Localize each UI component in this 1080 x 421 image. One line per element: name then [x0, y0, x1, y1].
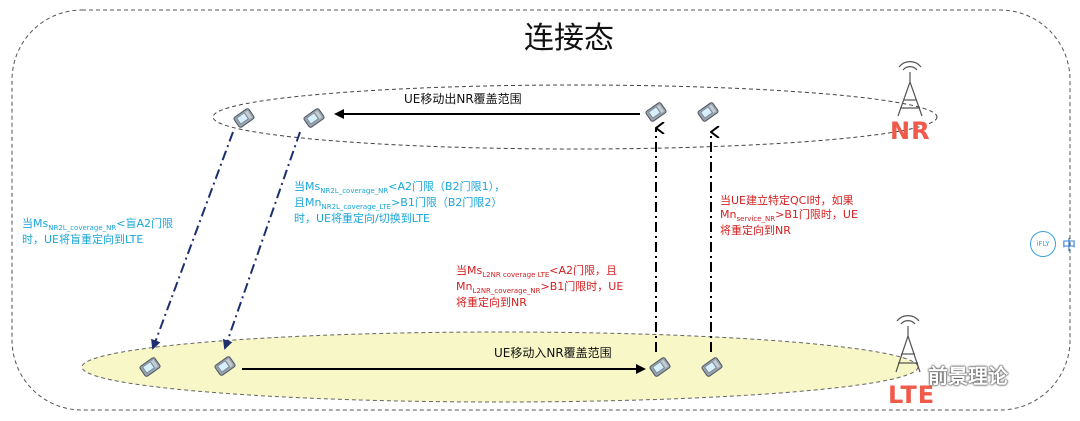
watermark: 前景理论 [928, 364, 1008, 388]
ue-phone-icon [696, 101, 720, 123]
ue-phone-icon [302, 107, 326, 129]
lte-coverage-ellipse [81, 331, 919, 403]
nr-coverage-ellipse [212, 84, 938, 150]
lte-cell-label: LTE [888, 381, 936, 409]
qci-redirect-note: 当UE建立特定QCI时，如果 Mnservice_NR>B1门限时，UE 将重定… [720, 194, 858, 237]
redirect-to-lte-note: 当MsNR2L_coverage_NR<A2门限（B2门限1）， 且MnNR2L… [294, 180, 506, 225]
blind-redirect-line [151, 131, 234, 350]
connected-state-boundary [11, 9, 1071, 411]
redirect-to-nr-note: 当MsL2NR coverage LTE<A2门限，且 MnL2NR_cover… [456, 264, 624, 309]
lte-tower-icon [895, 315, 921, 373]
move-out-label: UE移动出NR覆盖范围 [404, 92, 522, 106]
nr-cell-label: NR [890, 117, 931, 145]
ue-phone-icon [644, 101, 668, 123]
blind-redirect-note: 当MsNR2L_coverage_NR<盲A2门限 时，UE将盲重定向到LTE [22, 217, 174, 246]
ime-language-label[interactable]: 中 [1062, 238, 1076, 254]
nr-tower-icon [897, 61, 923, 117]
diagram-title: 连接态 [524, 21, 614, 56]
ue-phone-icon [232, 107, 256, 129]
redirect-to-lte-line [222, 131, 301, 350]
move-in-label: UE移动入NR覆盖范围 [494, 346, 612, 360]
ifly-icon[interactable]: iFLY [1030, 231, 1056, 257]
